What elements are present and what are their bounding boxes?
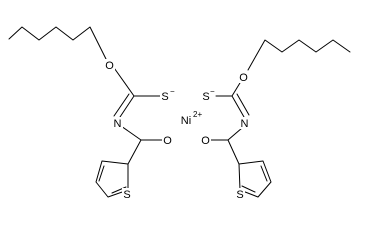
left-cn-double-bond [113, 93, 135, 121]
right-thiophene-ring [238, 160, 272, 198]
right-ether-oxygen: O [239, 72, 248, 84]
left-hexyl-chain [8, 26, 108, 62]
left-ligand: O S − N O S [8, 26, 175, 201]
right-sulfur-charge: − [210, 87, 215, 96]
right-carbonyl-oxygen: O [201, 135, 210, 147]
right-thiophene-inner-2 [241, 185, 256, 193]
left-sulfur-charge: − [170, 87, 175, 96]
right-thione-sulfur: S [202, 91, 209, 103]
right-cn-double-bond [231, 93, 250, 118]
right-thiophene-inner-1 [260, 165, 268, 182]
right-hexyl-chain [247, 39, 351, 71]
right-thiophene-sulfur: S [236, 189, 243, 201]
left-thiophene-link [127, 139, 142, 165]
molecule-diagram: O S − N O S Ni 2+ O [8, 26, 351, 201]
left-imine-nitrogen: N [114, 118, 122, 130]
left-thiophene-ring [95, 160, 129, 198]
left-thione-sulfur: S [161, 91, 168, 103]
left-carbonyl-oxygen: O [163, 135, 172, 147]
left-ether-oxygen: O [105, 60, 114, 72]
nickel-atom: Ni [181, 115, 191, 127]
right-thiophene-link [227, 139, 240, 165]
nickel-center: Ni 2+ [181, 110, 203, 127]
right-ligand: O S − N O S [200, 39, 351, 201]
nickel-charge: 2+ [193, 110, 202, 119]
right-imine-nitrogen: N [241, 118, 249, 130]
left-ether-bond [111, 64, 135, 97]
left-thiophene-sulfur: S [123, 189, 130, 201]
left-thiophene-inner-1 [98, 165, 105, 182]
left-nc-bond [120, 125, 142, 141]
right-nc-bond [227, 127, 243, 141]
